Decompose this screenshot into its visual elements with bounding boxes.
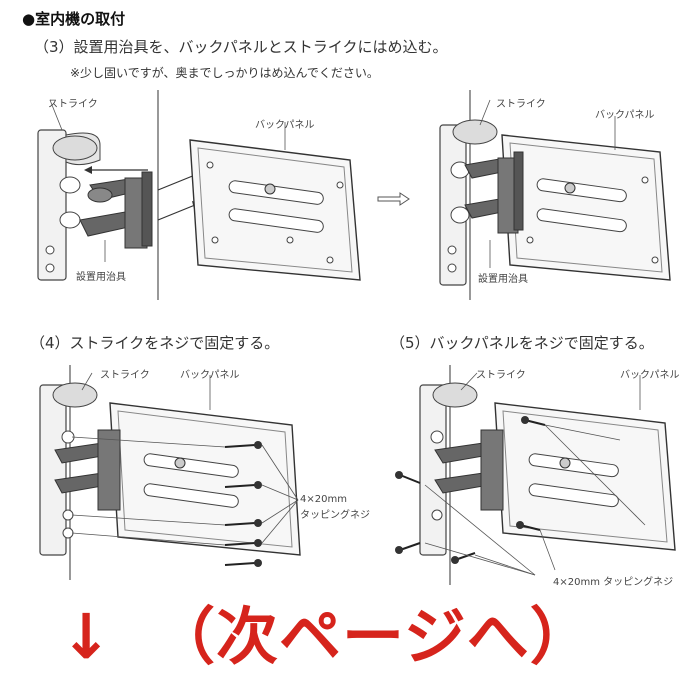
step3-figure-before xyxy=(37,90,361,300)
back-panel-part xyxy=(501,134,671,281)
jig-part xyxy=(54,429,121,511)
jig-part xyxy=(464,151,524,234)
step5-figure xyxy=(395,365,676,585)
step3-jig-label-after: 設置用治具 xyxy=(478,274,528,285)
step3-figure-after xyxy=(439,90,671,300)
step5-strike-label: ストライク xyxy=(476,370,526,381)
strike-part xyxy=(419,382,478,556)
step4-figure xyxy=(39,365,301,580)
step4-instruction: （4）ストライクをネジで固定する。 xyxy=(30,334,280,352)
step5-back-panel-label: バックパネル xyxy=(620,370,680,381)
transition-arrow-icon xyxy=(377,192,410,206)
jig-part xyxy=(434,429,504,511)
step3-instruction: （3）設置用治具を、バックパネルとストライクにはめ込む。 xyxy=(34,38,448,56)
step3-note: ※少し固いですが、奥までしっかりはめ込んでください。 xyxy=(70,66,379,80)
step3-jig-label: 設置用治具 xyxy=(76,272,126,283)
next-page-text: （次ページへ） xyxy=(152,600,593,673)
step3-strike-label-after: ストライク xyxy=(496,99,546,110)
strike-part xyxy=(439,119,498,286)
step5-instruction: （5）バックパネルをネジで固定する。 xyxy=(390,334,654,352)
strike-part xyxy=(37,129,101,281)
step4-strike-label: ストライク xyxy=(100,370,150,381)
next-page-banner: ↓ （次ページへ） xyxy=(60,592,593,682)
step3-back-panel-label: バックパネル xyxy=(255,120,315,131)
down-arrow-icon: ↓ xyxy=(60,600,113,673)
step3-strike-label: ストライク xyxy=(48,99,98,110)
step4-screw-type: タッピングネジ xyxy=(300,510,370,521)
step4-back-panel-label: バックパネル xyxy=(180,370,240,381)
step3-back-panel-label-after: バックパネル xyxy=(595,110,655,121)
step5-screw-label: 4×20mm タッピングネジ xyxy=(553,577,674,588)
screw-icon xyxy=(224,444,256,566)
jig-part xyxy=(79,171,153,249)
section-title: ●室内機の取付 xyxy=(22,10,126,28)
back-panel-part xyxy=(189,139,361,281)
step4-screw-size: 4×20mm xyxy=(300,494,347,505)
strike-part xyxy=(39,382,98,556)
